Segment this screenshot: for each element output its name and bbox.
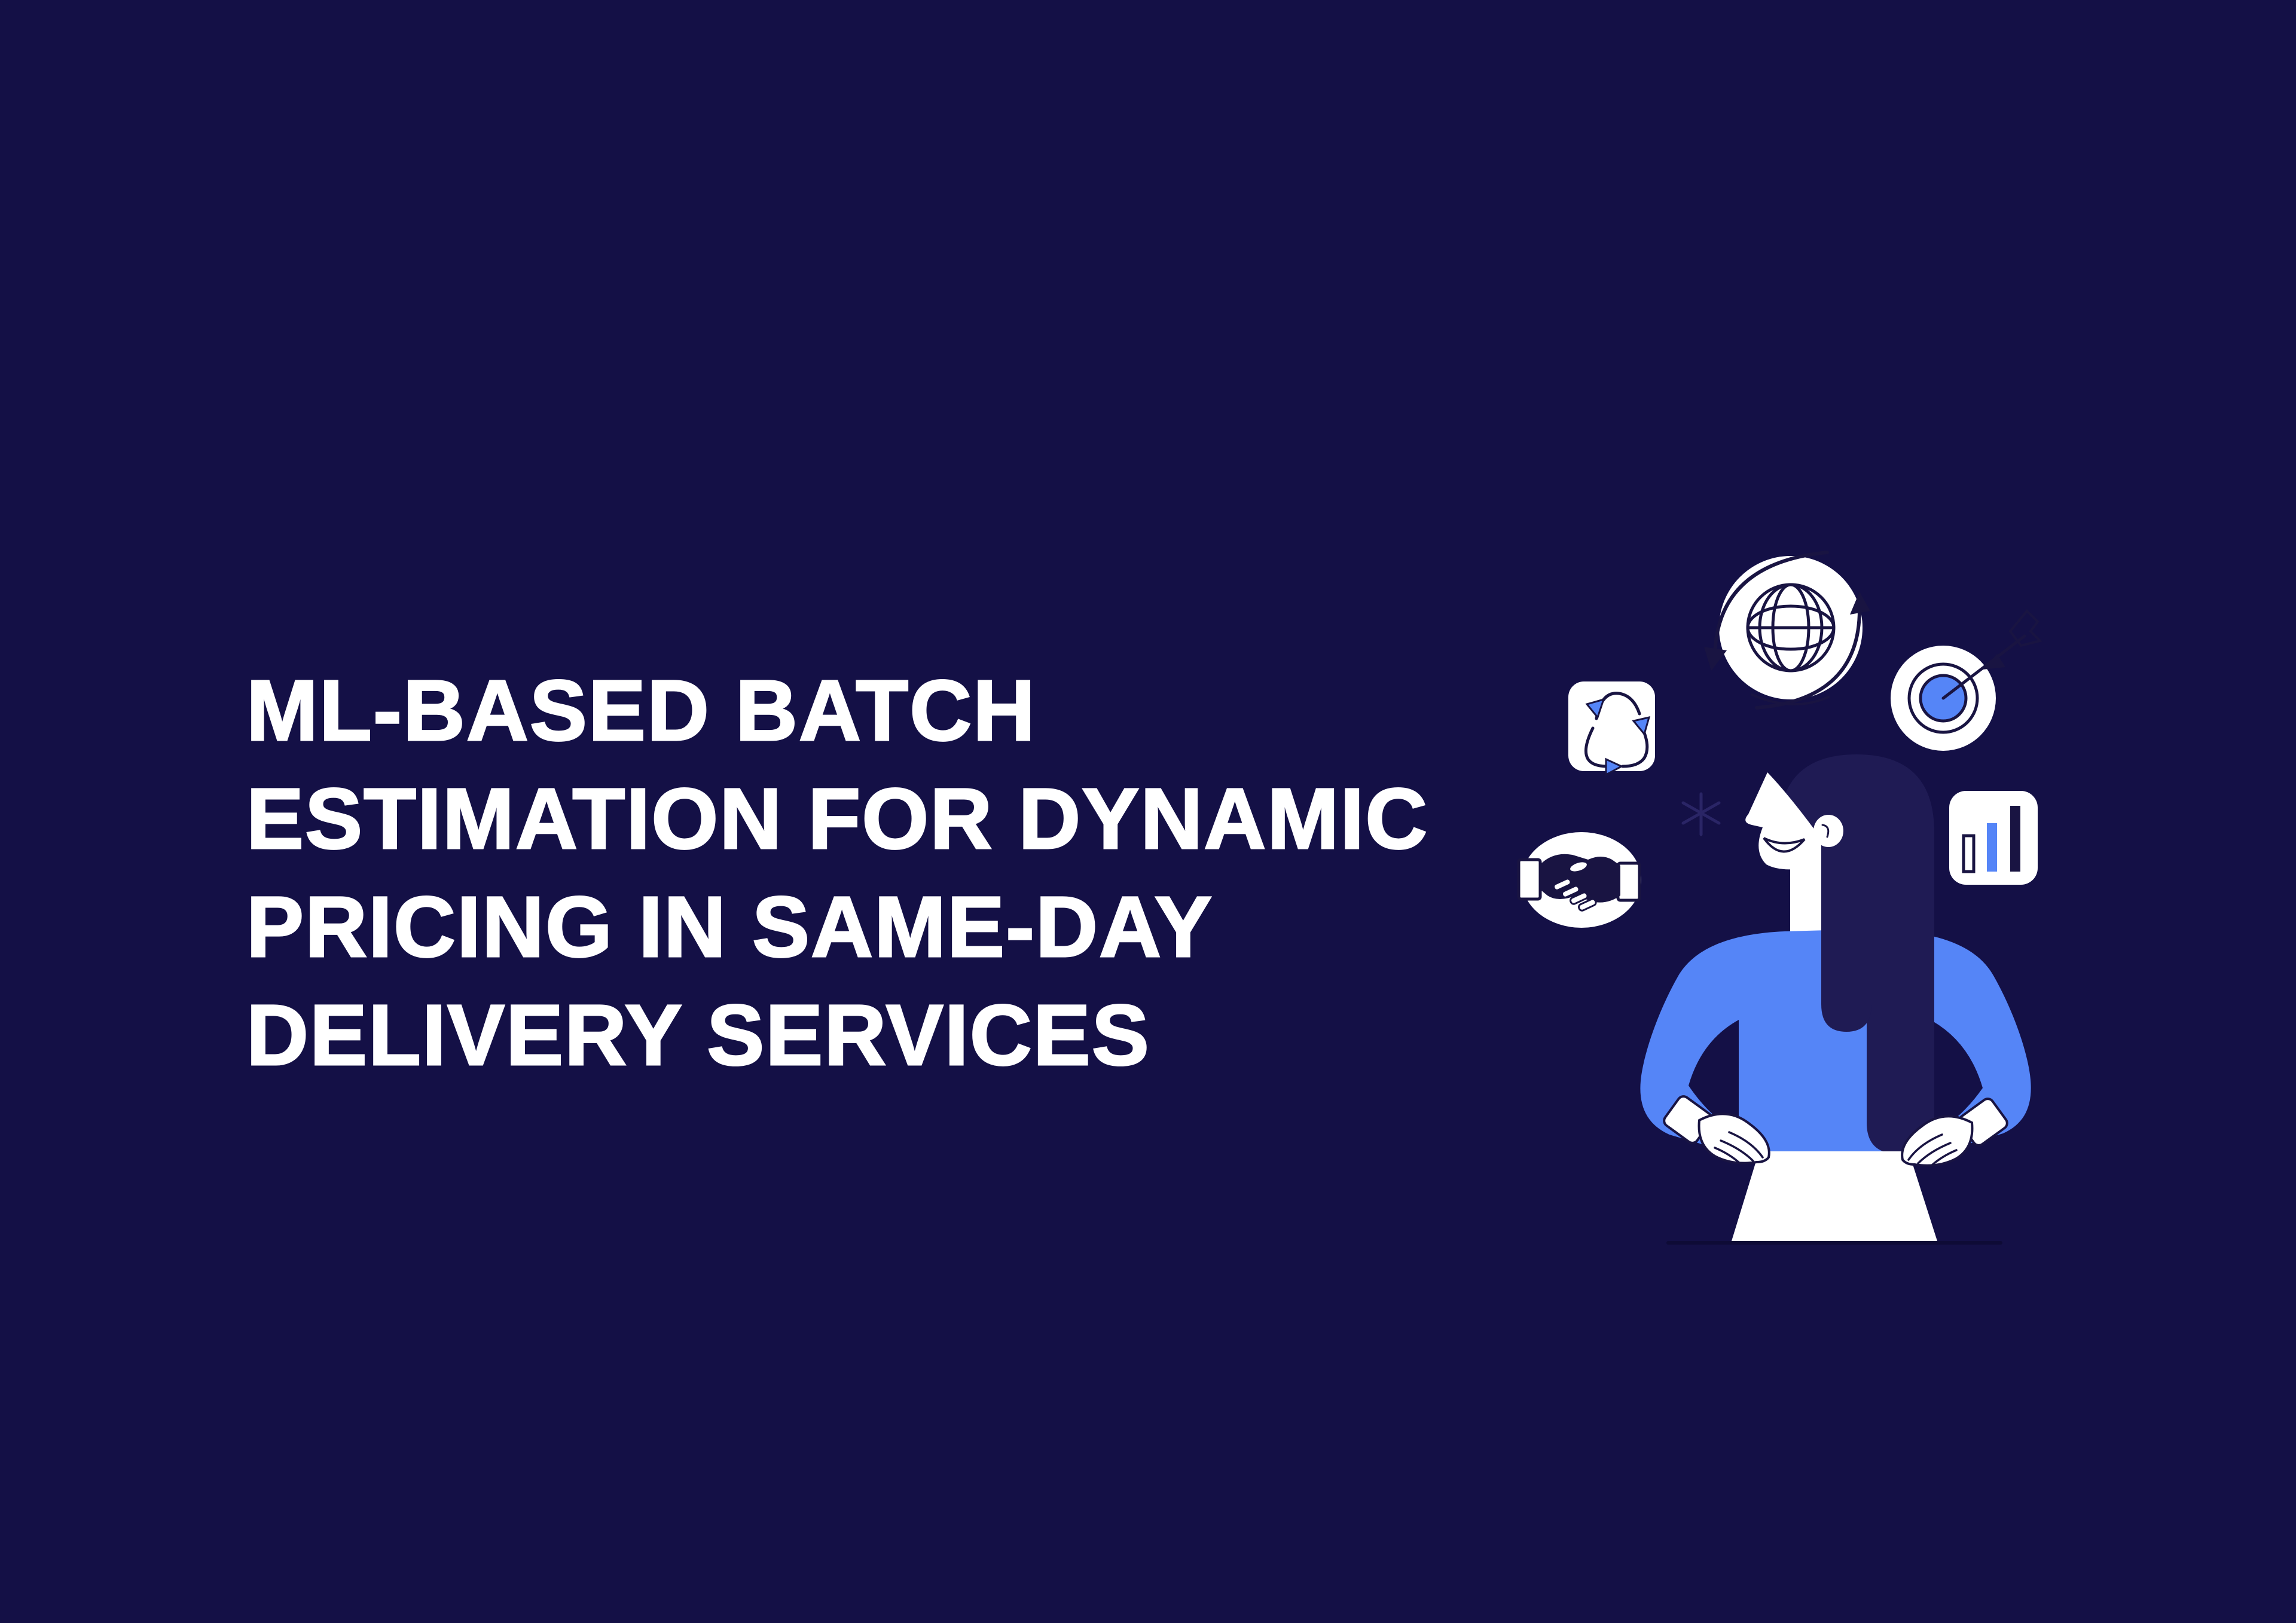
ear: [1813, 815, 1843, 847]
skirt: [1732, 1151, 1937, 1241]
armpit-gap-left: [1689, 1020, 1739, 1132]
illustration: [1517, 551, 2042, 1245]
hair-front: [1821, 766, 1871, 1032]
recycle-icon: [1568, 681, 1655, 777]
title-line-1: ML-BASED BATCH: [245, 662, 1037, 760]
title-line-3: PRICING IN SAME-DAY: [245, 878, 1213, 976]
page-title: ML-BASED BATCH ESTIMATION FOR DYNAMIC PR…: [245, 656, 1429, 1089]
globe-icon: [1704, 551, 1870, 710]
title-line-2: ESTIMATION FOR DYNAMIC: [245, 770, 1429, 868]
sparkle-icon: [1681, 792, 1721, 836]
handshake-icon: [1517, 832, 1641, 928]
target-icon: [1891, 609, 2042, 751]
mouth: [1763, 837, 1806, 853]
hand-right: [1901, 1115, 1974, 1167]
woman-illustration: [1640, 754, 2031, 1245]
title-line-4: DELIVERY SERVICES: [245, 986, 1150, 1084]
armpit-gap-right: [1932, 1021, 1983, 1133]
bar-chart-icon: [1949, 791, 2038, 885]
hand-left: [1697, 1112, 1770, 1164]
face: [1745, 772, 1822, 870]
